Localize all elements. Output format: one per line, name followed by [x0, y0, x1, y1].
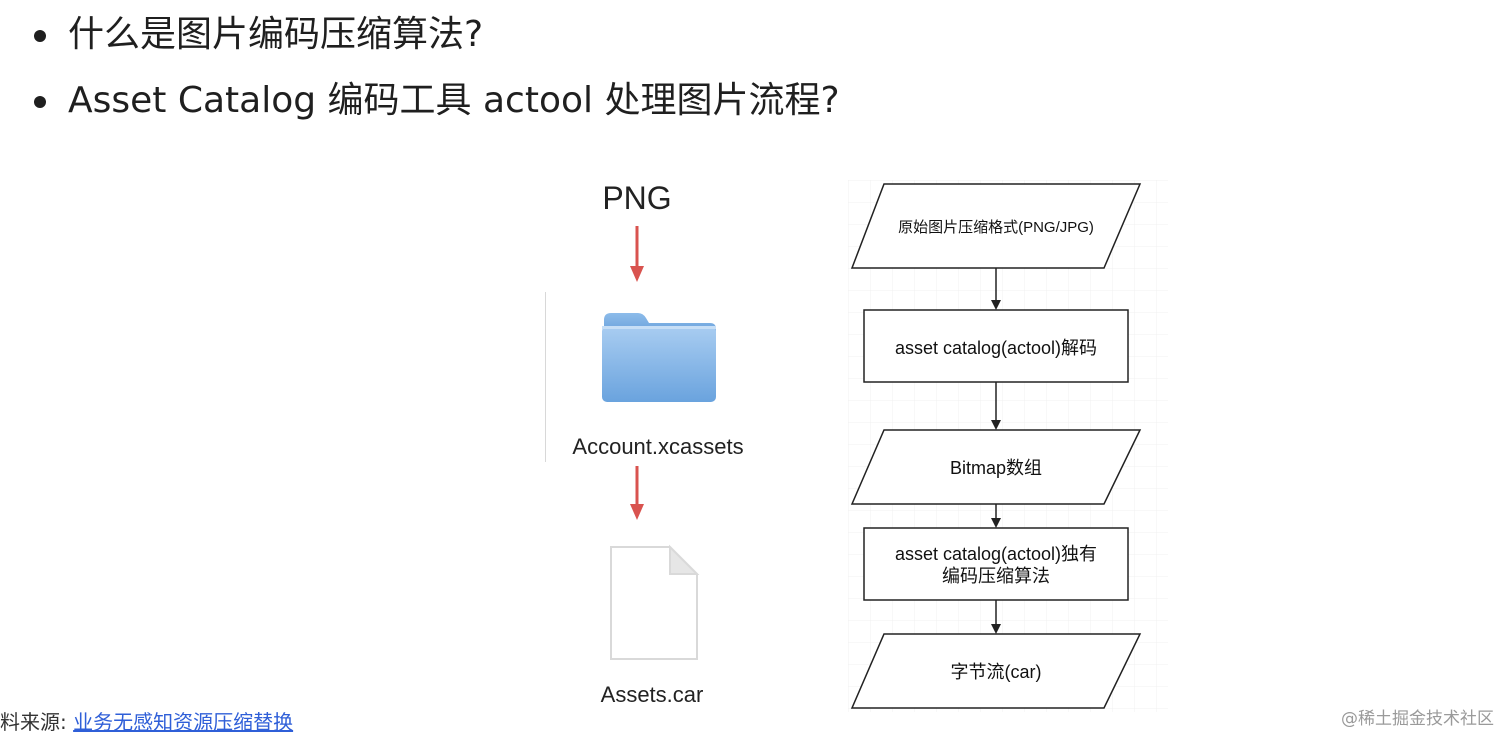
question-list: 什么是图片编码压缩算法? Asset Catalog 编码工具 actool 处…: [30, 8, 840, 140]
png-label: PNG: [602, 180, 672, 216]
watermark: @稀土掘金技术社区: [1341, 709, 1494, 729]
arrow-down-icon: [991, 504, 1001, 528]
flowchart: 原始图片压缩格式(PNG/JPG) asset catalog(actool)解…: [848, 180, 1168, 712]
flow-step-text: asset catalog(actool)解码: [895, 338, 1097, 358]
source-link[interactable]: 业务无感知资源压缩替换: [73, 710, 294, 734]
flow-step-text: 原始图片压缩格式(PNG/JPG): [898, 219, 1094, 236]
flow-step-text: Bitmap数组: [950, 458, 1042, 478]
source-prefix: 料来源:: [0, 710, 67, 734]
arrow-down-icon: [991, 268, 1001, 310]
car-label: Assets.car: [600, 682, 704, 707]
divider-line: [545, 292, 546, 462]
arrow-down-icon: [991, 600, 1001, 634]
flow-step-encode: [863, 527, 1129, 601]
arrow-down-icon: [630, 466, 644, 520]
bullet-text: Asset Catalog 编码工具 actool 处理图片流程?: [68, 80, 840, 121]
bullet-text: 什么是图片编码压缩算法?: [68, 14, 484, 55]
source-line: 料来源: 业务无感知资源压缩替换: [0, 706, 293, 735]
file-icon: [610, 544, 700, 660]
bullet-dot-icon: [34, 30, 46, 42]
folder-icon: [602, 313, 716, 402]
flow-step-text: 字节流(car): [951, 662, 1042, 682]
flow-step-original-format: [850, 183, 1142, 269]
flow-step-byte-stream: [850, 633, 1142, 709]
xcassets-label: Account.xcassets: [572, 434, 744, 459]
arrow-down-icon: [991, 382, 1001, 430]
flow-step-bitmap: [850, 429, 1142, 505]
bullet-question-2: Asset Catalog 编码工具 actool 处理图片流程?: [30, 74, 840, 140]
bullet-question-1: 什么是图片编码压缩算法?: [30, 8, 840, 74]
flow-step-text-line-1: asset catalog(actool)独有: [895, 544, 1097, 564]
bullet-dot-icon: [34, 96, 46, 108]
flow-step-text-line-2: 编码压缩算法: [942, 566, 1050, 586]
arrow-down-icon: [630, 226, 644, 282]
